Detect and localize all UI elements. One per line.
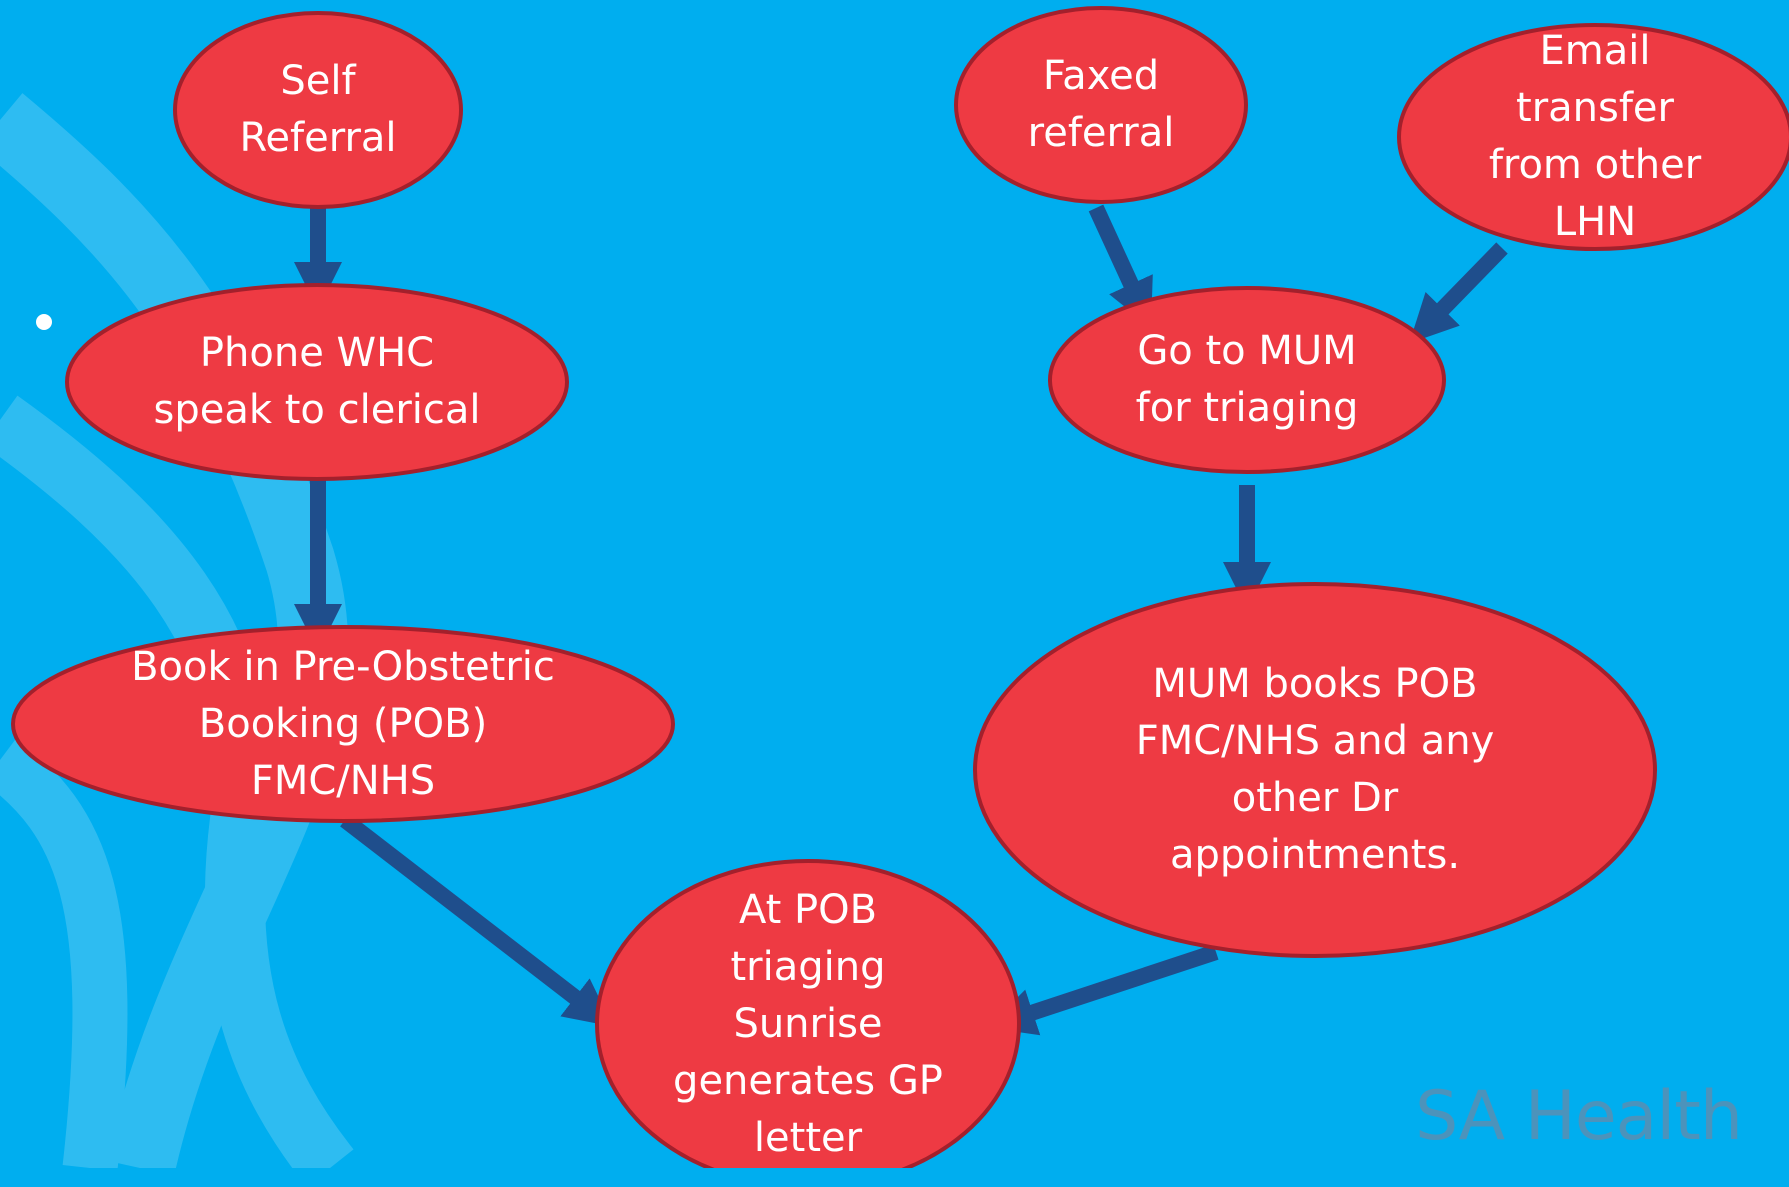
node-book-pob [11,625,675,823]
node-label-go-to-mum: Go to MUM for triaging [1135,328,1359,431]
arrow-faxed-referral-to-go-to-mum [1088,204,1153,328]
edges [294,204,1508,1036]
node-self-referral [173,11,463,209]
node-at-pob [595,859,1021,1168]
sa-health-logo: SA Health [1415,1077,1743,1156]
node-email-transfer [1397,23,1789,251]
node-label-at-pob: At POB triaging Sunrise generates GP let… [673,886,943,1161]
node-faxed-referral [954,6,1248,204]
bullet-dot [36,314,52,330]
node-label-book-pob: Book in Pre-Obstetric Booking (POB) FMC/… [131,643,555,804]
node-label-phone-whc: Phone WHC speak to clerical [153,330,481,433]
arrow-mum-books-to-at-pob [987,944,1219,1036]
node-label-email-transfer: Email transfer from other LHN [1488,28,1702,245]
arrow-email-transfer-to-go-to-mum [1409,242,1508,344]
node-label-faxed-referral: Faxed referral [1027,53,1175,156]
node-label-mum-books: MUM books POB FMC/NHS and any other Dr a… [1135,661,1495,878]
node-mum-books [973,582,1657,958]
node-label-self-referral: Self Referral [239,58,397,161]
nodes [11,6,1789,1168]
arrow-book-pob-to-at-pob [340,813,614,1027]
node-phone-whc [65,283,569,481]
node-go-to-mum [1048,286,1446,474]
